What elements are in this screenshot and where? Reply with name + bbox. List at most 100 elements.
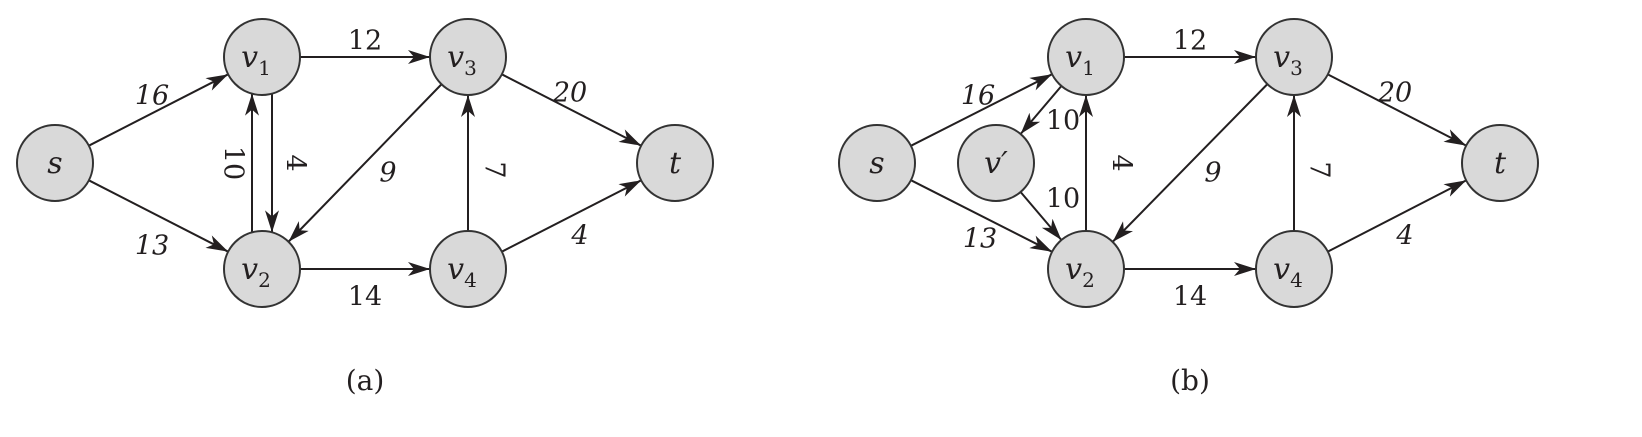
edge-v4-v3: 7 [461, 95, 510, 231]
edge-capacity-label: 9 [379, 158, 396, 189]
edge-vp-v2: 10 [1019, 184, 1080, 241]
edge-capacity-label: 7 [1304, 161, 1335, 178]
node-label: v4 [1273, 252, 1303, 292]
node-circle [1047, 18, 1125, 96]
edge-v3-v2: 9 [1111, 83, 1269, 243]
edge-v3-v2: 9 [287, 83, 443, 243]
node-label-base: t [1494, 146, 1507, 181]
node-circle [429, 230, 507, 308]
edge-v2-v1: 4 [245, 93, 311, 233]
edge-capacity-label: 7 [479, 161, 510, 178]
node-v1: v1 [223, 18, 301, 96]
node-label-base: v [447, 252, 464, 287]
node-label-base: v′ [984, 146, 1008, 181]
node-circle [1255, 230, 1333, 308]
node-label: t [1494, 146, 1507, 181]
edge-v4-t: 4 [1327, 179, 1467, 253]
node-label: v3 [447, 40, 477, 80]
node-circle [636, 124, 714, 202]
node-label: s [47, 146, 62, 181]
edge-v3-t: 20 [1327, 73, 1467, 147]
edge-s-v1: 16 [88, 73, 229, 147]
node-circle [223, 18, 301, 96]
edge-v1-v3: 12 [1124, 26, 1256, 64]
node-v1: v1 [1047, 18, 1125, 96]
edge-v1-v3: 12 [300, 26, 430, 64]
edge-capacity-label: 4 [1106, 154, 1137, 171]
edge-v2-v4: 14 [300, 262, 430, 313]
node-label-subscript: 4 [464, 268, 477, 292]
node-label: v3 [1273, 40, 1303, 80]
node-label-base: v [1273, 252, 1290, 287]
node-label: v2 [1065, 252, 1095, 292]
node-label-base: v [241, 40, 258, 75]
node-t: t [636, 124, 714, 202]
panel-caption: (b) [1170, 364, 1210, 397]
node-circle [838, 124, 916, 202]
edge-capacity-label: 10 [1046, 184, 1080, 215]
node-label-subscript: 2 [258, 268, 271, 292]
node-label-base: v [1065, 252, 1082, 287]
edge-s-v2: 13 [88, 179, 229, 262]
node-label-subscript: 1 [258, 56, 271, 80]
node-s: s [16, 124, 94, 202]
node-vp: v′ [957, 124, 1035, 202]
node-label: s [869, 146, 884, 181]
edge-arrow [1019, 191, 1063, 241]
node-v2: v2 [223, 230, 301, 308]
node-circle [957, 124, 1035, 202]
panel-caption: (a) [346, 364, 385, 397]
edge-capacity-label: 4 [280, 154, 311, 171]
edge-s-v2: 13 [910, 179, 1053, 255]
edge-capacity-label: 16 [961, 81, 995, 112]
node-v3: v3 [429, 18, 507, 96]
node-label: v′ [984, 146, 1008, 181]
edge-capacity-label: 13 [135, 231, 169, 262]
edge-v1-vp: 10 [1019, 85, 1080, 137]
edge-arrow [910, 179, 1053, 253]
edge-capacity-label: 4 [570, 221, 588, 252]
node-label-base: v [447, 40, 464, 75]
node-label: t [669, 146, 682, 181]
edge-v4-t: 4 [501, 179, 642, 253]
edge-capacity-label: 20 [552, 78, 587, 109]
node-label-base: v [241, 252, 258, 287]
node-v2: v2 [1047, 230, 1125, 308]
edge-arrow [88, 73, 229, 147]
edge-capacity-label: 10 [218, 146, 249, 180]
edge-capacity-label: 14 [1173, 282, 1207, 313]
node-label-subscript: 2 [1082, 268, 1095, 292]
node-label-subscript: 1 [1082, 56, 1095, 80]
edge-arrow [501, 179, 642, 253]
edge-capacity-label: 12 [348, 26, 382, 57]
edge-v4-v3: 7 [1287, 95, 1335, 231]
edge-v1-v2: 10 [218, 93, 279, 233]
node-label-subscript: 3 [1290, 56, 1303, 80]
edge-arrow [910, 73, 1053, 147]
edge-s-v1: 16 [910, 73, 1053, 147]
edge-capacity-label: 14 [348, 282, 382, 313]
node-label: v4 [447, 252, 477, 292]
node-v4: v4 [429, 230, 507, 308]
edge-arrow [1019, 85, 1063, 135]
node-label-subscript: 4 [1290, 268, 1303, 292]
node-s: s [838, 124, 916, 202]
node-label-base: v [1065, 40, 1082, 75]
node-label-base: s [47, 146, 62, 181]
edge-capacity-label: 20 [1377, 78, 1412, 109]
edge-v2-v4: 14 [1124, 262, 1256, 313]
edge-capacity-label: 12 [1173, 26, 1207, 57]
edge-arrow [1327, 179, 1467, 253]
edge-capacity-label: 4 [1395, 221, 1413, 252]
edge-arrow [1327, 73, 1467, 147]
node-label: v2 [241, 252, 271, 292]
edge-capacity-label: 13 [963, 224, 997, 255]
edge-capacity-label: 10 [1046, 106, 1080, 137]
node-label: v1 [1065, 40, 1095, 80]
node-circle [16, 124, 94, 202]
node-label: v1 [241, 40, 271, 80]
